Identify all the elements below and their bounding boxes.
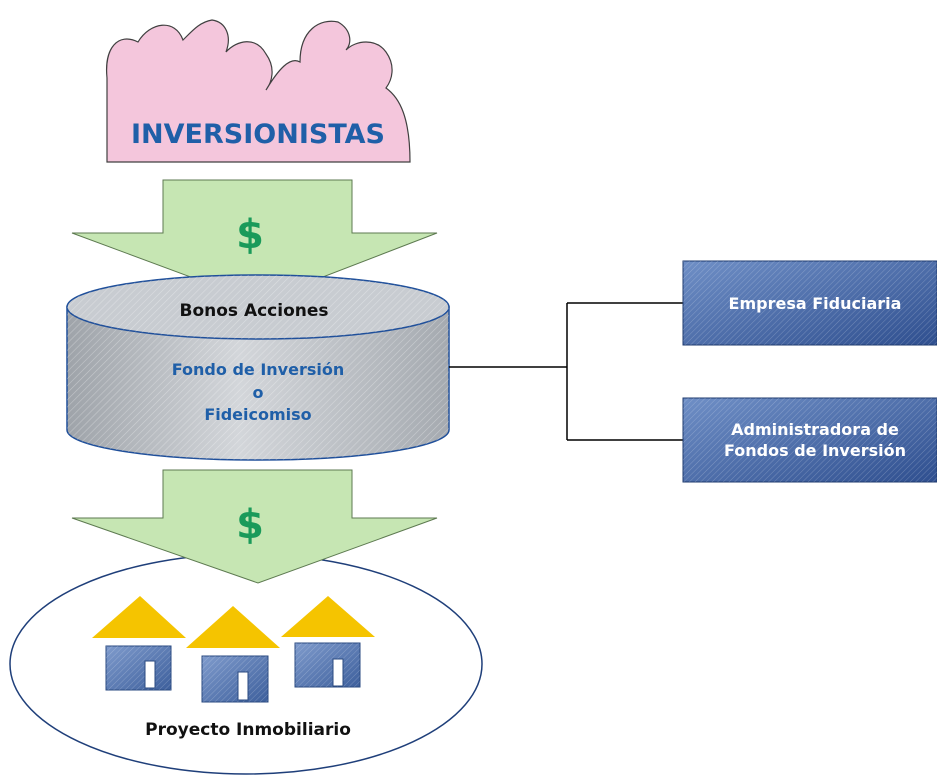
roof [186, 606, 280, 648]
house-wall-texture [106, 646, 171, 690]
house-door [332, 658, 344, 687]
money-flow-top: $ [71, 179, 438, 303]
house-door [144, 660, 156, 689]
down-arrow-icon-bottom [71, 469, 438, 584]
house-wall-texture [295, 643, 360, 687]
fund-top-label: Bonos Acciones [179, 301, 328, 321]
house-icon [92, 596, 186, 691]
real-estate-project: Proyecto Inmobiliario [9, 553, 483, 775]
entity-box-texture [683, 261, 937, 345]
house-wall-texture [202, 656, 268, 702]
fund-cylinder: Bonos Acciones Fondo de Inversión o Fide… [66, 274, 450, 461]
fund-name-line3: Fideicomiso [204, 405, 311, 424]
entity-label-line1: Administradora de [731, 420, 899, 439]
fund-name-line2: o [253, 383, 264, 402]
investors-people-icon [106, 19, 411, 163]
down-arrow-icon-top [71, 179, 438, 303]
roof [281, 596, 375, 637]
entity-administradora: Administradora de Fondos de Inversión [682, 397, 937, 483]
entity-empresa-fiduciaria: Empresa Fiduciaria [682, 260, 937, 346]
house-icon [186, 606, 280, 703]
house-icon [281, 596, 375, 688]
fund-name-line1: Fondo de Inversión [172, 360, 344, 379]
entity-label-line2: Fondos de Inversión [724, 441, 906, 460]
investors-group: INVERSIONISTAS [106, 19, 411, 163]
house-door [237, 671, 249, 701]
connector-lines [449, 302, 683, 441]
roof [92, 596, 186, 638]
project-label: Proyecto Inmobiliario [145, 720, 351, 740]
money-flow-bottom: $ [71, 469, 438, 584]
dollar-sign-top: $ [236, 212, 264, 258]
entity-label-line1: Empresa Fiduciaria [729, 294, 902, 313]
dollar-sign-bottom: $ [236, 502, 264, 548]
cylinder-top-texture [67, 275, 449, 339]
entity-box-texture [683, 398, 937, 482]
cylinder-texture [67, 307, 449, 460]
investors-label: INVERSIONISTAS [131, 119, 385, 150]
